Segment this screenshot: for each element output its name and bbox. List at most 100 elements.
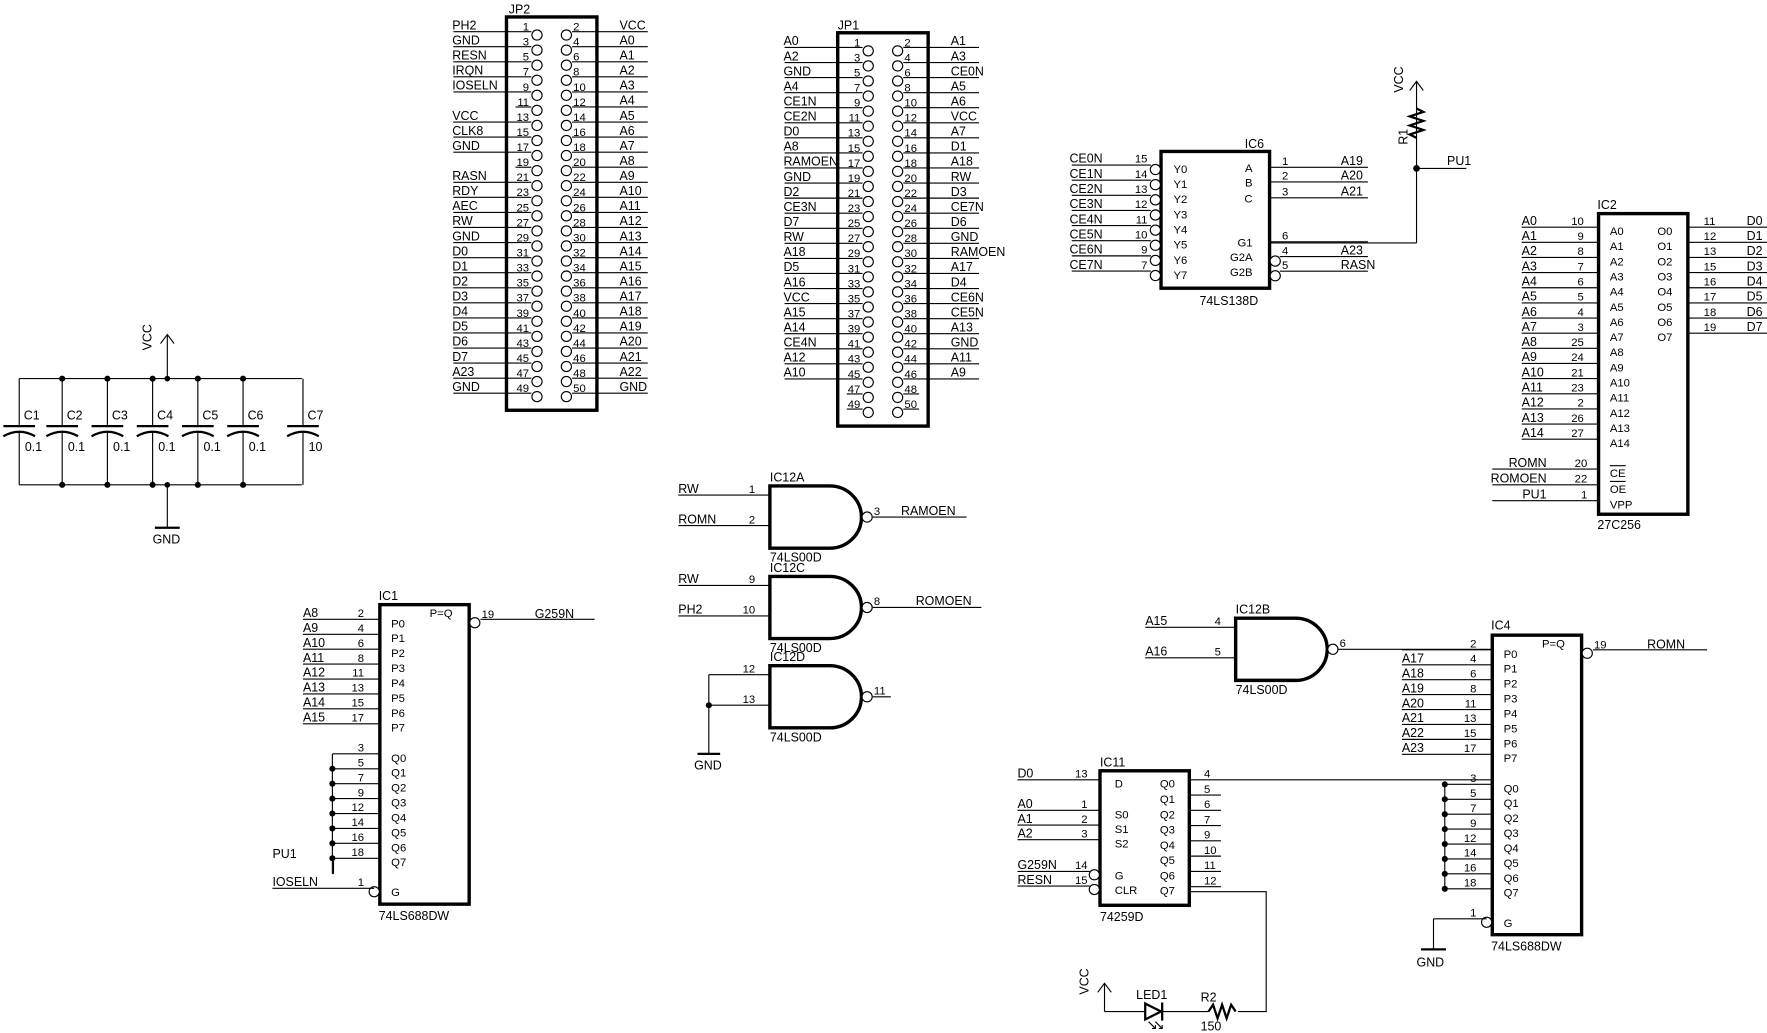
inversion-bubble-icon [1149,179,1162,191]
pin-name: O2 [1657,256,1672,268]
pin-name: P5 [391,693,405,705]
net-label: A20 [1402,696,1424,710]
pin-number: 16 [1704,276,1717,288]
pin-number: 5 [1578,292,1584,304]
net-label: A6 [1522,305,1537,319]
pin-number: 40 [573,308,586,320]
net-label: GND [452,380,480,394]
pin-number: 5 [523,52,529,64]
pin-number: 4 [1470,654,1476,666]
header-pin-icon [560,89,573,101]
led-indicator: R2 150 VCC LED1 [1078,891,1267,1033]
pin-number: 6 [904,67,910,79]
header-pin-icon [560,59,573,71]
header-pin-icon [862,45,874,57]
pin-number: 45 [848,369,861,381]
header-pin-icon [862,271,874,283]
header-pin-icon [862,150,874,162]
pin-number: 49 [517,383,530,395]
pin-number: 34 [573,263,586,275]
header-pin-icon [531,195,543,207]
pin-name: O4 [1657,287,1672,299]
pin-name: P0 [391,618,405,630]
pin-number: 12 [1704,231,1717,243]
pin-number: 31 [517,247,530,259]
net-label: A3 [951,49,966,63]
net-label: A12 [303,666,325,680]
pin-number: 36 [573,278,586,290]
net-label: A10 [783,366,805,380]
net-label: D5 [783,260,799,274]
net-label: RASN [452,169,487,183]
pin-number: 5 [1282,260,1288,272]
pin-name: VPP [1610,500,1633,512]
header-pin-icon [560,210,573,222]
net-label: VCC [951,110,977,124]
capacitor-ref: C1 [24,408,40,422]
pin-name: S2 [1115,839,1129,851]
pin-number: 11 [517,97,529,109]
pin-number: 8 [874,596,880,608]
vcc-arrow-icon [1409,80,1424,91]
net-label: D5 [1747,290,1763,304]
header-pin-icon [531,345,543,358]
pin-name: P0 [1504,649,1518,661]
header-pin-icon [891,361,904,373]
pin-number: 22 [573,172,586,184]
header-pin-icon [560,180,573,192]
net-label: A13 [1522,411,1544,425]
pin-number: 48 [573,368,586,380]
pin-number: 4 [358,623,364,635]
led-vcc-label: VCC [1078,968,1092,994]
pin-number: 38 [573,293,586,305]
inversion-bubble-icon [1480,916,1493,928]
pin-name: P1 [1504,664,1518,676]
header-pin-icon [891,90,904,102]
net-label: A13 [951,320,973,334]
pin-name: C [1244,193,1252,205]
header-pin-icon [560,44,573,56]
net-label: D2 [1747,244,1763,258]
net-label: A8 [620,154,635,168]
pin-number: 1 [358,877,364,889]
gate-part: 74LS00D [770,551,822,565]
pin-number: 28 [904,233,917,245]
pin-number: 10 [1204,845,1217,857]
net-label: RW [678,572,699,586]
net-label: RESN [452,49,487,63]
ic4-ref: IC4 [1491,619,1510,633]
r1-net-label: PU1 [1447,154,1471,168]
pin-number: 47 [517,368,530,380]
net-label: CE3N [783,200,816,214]
pin-name: G2B [1230,267,1253,279]
q7-led-wire [1189,891,1267,1013]
jp2-ref: JP2 [509,3,530,17]
pin-name: G [1115,870,1124,882]
net-label: A6 [620,124,635,138]
pin-number: 11 [352,668,364,680]
pin-number: 17 [351,713,364,725]
net-label: VCC [452,109,478,123]
pin-number: 25 [1571,337,1584,349]
pin-number: 20 [904,173,917,185]
net-label: A17 [951,260,973,274]
pin-number: 24 [1571,352,1584,364]
header-pin-icon [560,240,573,252]
net-label: A23 [1341,243,1363,257]
junction-dot [59,481,66,488]
junction-dot [1441,781,1448,788]
pin-number: 24 [904,203,917,215]
pin-number: 18 [351,847,364,859]
pin-number: 8 [573,67,579,79]
net-label: D1 [1747,229,1763,243]
net-label: A10 [620,184,642,198]
net-label: D3 [1747,259,1763,273]
pin-name: A3 [1610,272,1624,284]
pin-number: 13 [1135,184,1148,196]
pin-name: O3 [1657,272,1672,284]
inversion-bubble-icon [1327,643,1339,655]
net-label: A18 [783,245,805,259]
pin-number: 10 [904,98,917,110]
net-label: A10 [1522,365,1544,379]
